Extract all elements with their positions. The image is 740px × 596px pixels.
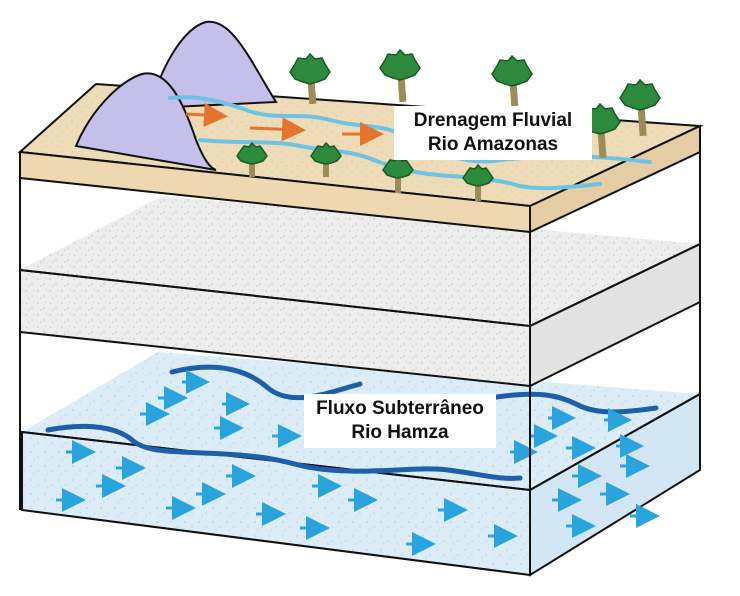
mountain-front <box>74 72 217 171</box>
tree <box>462 163 494 201</box>
drainage-arrow <box>185 103 228 127</box>
tree <box>379 48 421 103</box>
surface-drainage-label: Drenagem Fluvial Rio Amazonas <box>394 106 592 160</box>
sediment-layer <box>19 196 701 388</box>
tree <box>310 141 342 177</box>
mountains <box>74 20 278 171</box>
tree <box>491 54 533 109</box>
trees <box>236 48 661 201</box>
mountain-back <box>148 20 278 110</box>
block-frame <box>19 126 701 575</box>
underground-label-line1: Fluxo Subterrâneo <box>316 398 484 419</box>
tree <box>382 155 414 193</box>
tree <box>236 141 268 177</box>
underground-flow-label: Fluxo Subterrâneo Rio Hamza <box>304 394 496 448</box>
tree <box>289 52 331 105</box>
surface-label-line2: Rio Amazonas <box>427 134 559 155</box>
surface-flow-arrows <box>185 103 384 146</box>
drainage-arrow <box>249 117 306 142</box>
underground-flow-arrows <box>56 370 660 556</box>
underground-river-channel <box>45 423 523 481</box>
surface-side-face <box>529 124 701 234</box>
underground-river-channel <box>169 364 363 401</box>
tree <box>619 78 661 137</box>
underground-label-line2: Rio Hamza <box>351 422 449 443</box>
surface-label-line1: Drenagem Fluvial <box>413 110 573 131</box>
